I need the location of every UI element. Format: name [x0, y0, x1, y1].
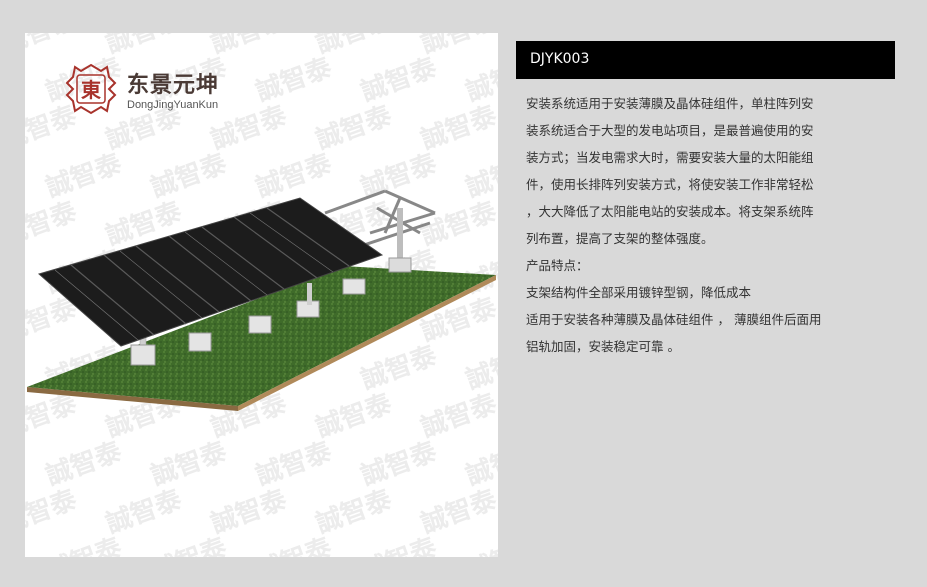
description-line: 件，使用长排阵列安装方式，将使安装工作非常轻松 [526, 177, 814, 192]
rear-posts [388, 208, 412, 273]
feature-line: 适用于安装各种薄膜及晶体硅组件 ， 薄膜组件后面用 [526, 312, 822, 327]
panel-array [37, 197, 384, 347]
description-line: 列布置，提高了支架的整体强度。 [526, 231, 714, 246]
svg-text:東: 東 [81, 78, 101, 102]
feature-line: 铝轨加固，安装稳定可靠 。 [526, 339, 680, 354]
description-line: 安装系统适用于安装薄膜及晶体硅组件，单柱阵列安 [526, 96, 814, 111]
product-description: 安装系统适用于安装薄膜及晶体硅组件，单柱阵列安 装系统适合于大型的发电站项目，是… [526, 90, 886, 360]
panel-dividers [70, 207, 350, 336]
product-image-panel: 誠智泰誠智泰誠智泰誠智泰誠智泰誠智泰誠智泰誠智泰誠智泰誠智泰誠智泰誠智泰誠智泰誠… [25, 33, 498, 557]
brand-pinyin: DongJingYuanKun [127, 99, 219, 111]
product-code: DJYK003 [530, 51, 590, 67]
brand-name: 东景元坤 [127, 73, 220, 98]
description-line: 装方式；当发电需求大时，需要安装大量的太阳能组 [526, 150, 814, 165]
panel-highlights [54, 212, 334, 341]
solar-mount-illustration [27, 189, 496, 411]
brand-logo: 東 东景元坤 DongJingYuanKun [63, 61, 283, 117]
features-heading: 产品特点： [526, 258, 589, 273]
logo-emblem-icon: 東 [65, 63, 117, 115]
feature-line: 支架结构件全部采用镀锌型钢，降低成本 [526, 285, 752, 300]
ground-edge [27, 387, 238, 411]
product-title-bar: DJYK003 [516, 41, 895, 79]
description-line: 装系统适合于大型的发电站项目，是最普遍使用的安 [526, 123, 814, 138]
ground-grass [27, 266, 496, 406]
description-line: ，大大降低了太阳能电站的安装成本。将支架系统阵 [526, 204, 814, 219]
